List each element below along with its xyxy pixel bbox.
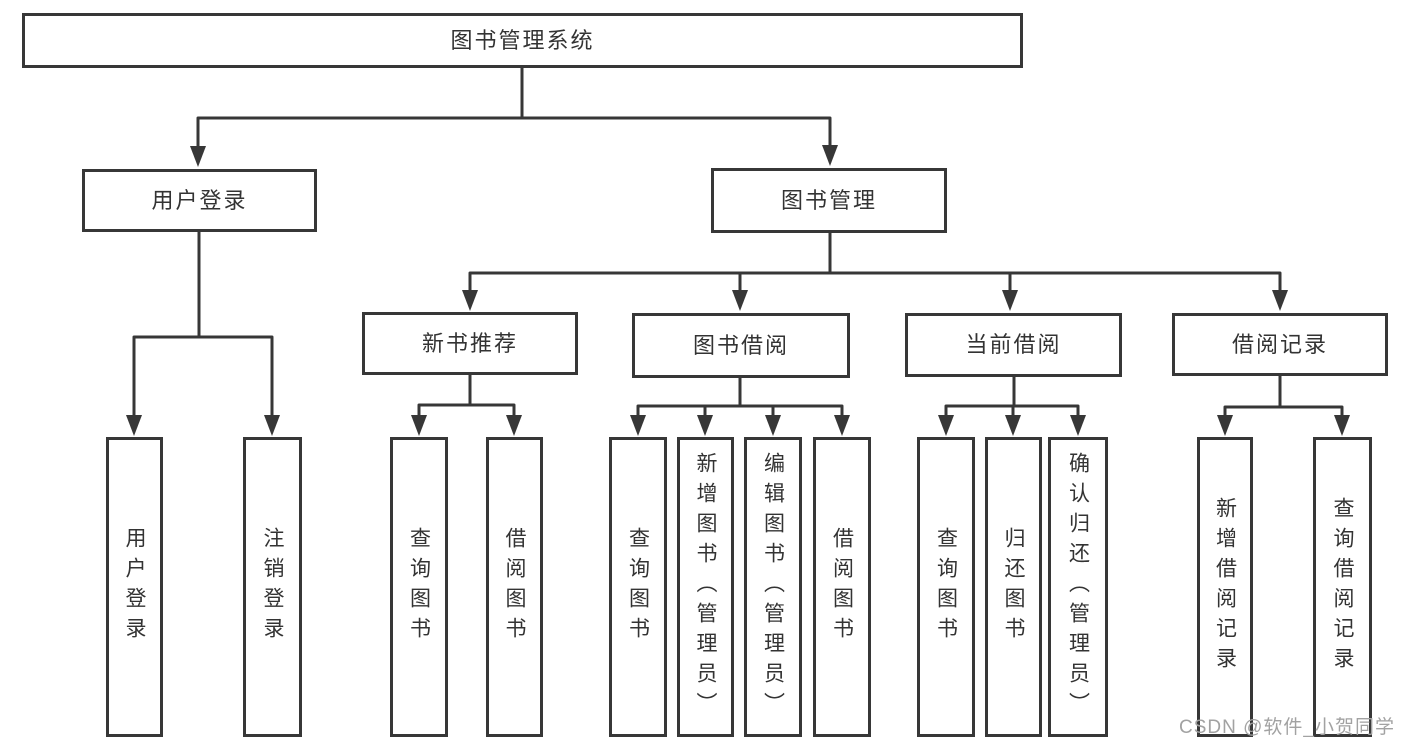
leaf-query-books-recommend: 查询图书 (390, 437, 448, 737)
node-borrow-records: 借阅记录 (1172, 313, 1388, 376)
arrowhead-down (1005, 415, 1021, 436)
arrowhead-down (697, 415, 713, 436)
leaf-add-books-admin: 新增图书（管理员） (677, 437, 734, 737)
arrowhead-down (822, 145, 838, 166)
watermark-text: CSDN @软件_小贺同学 (1179, 717, 1395, 738)
leaf-query-books-borrow: 查询图书 (609, 437, 667, 737)
leaf-borrow-books-recommend: 借阅图书 (486, 437, 543, 737)
arrowhead-down (506, 415, 522, 436)
arrowhead-down (411, 415, 427, 436)
arrowhead-down (1272, 290, 1288, 311)
leaf-query-books-current: 查询图书 (917, 437, 975, 737)
arrowhead-down (765, 415, 781, 436)
arrowhead-down (264, 415, 280, 436)
connector-book-management-to-level3 (468, 233, 1282, 292)
node-user-login: 用户登录 (82, 169, 317, 232)
arrowhead-down (1217, 415, 1233, 436)
connector-current-borrow-to-leaves (944, 377, 1080, 417)
arrowhead-down (630, 415, 646, 436)
arrowhead-down (1070, 415, 1086, 436)
connector-borrow-records-to-leaves (1223, 376, 1344, 417)
arrowhead-down (126, 415, 142, 436)
connector-root-to-level2 (196, 68, 832, 147)
arrowhead-down (732, 290, 748, 311)
leaf-confirm-return-admin: 确认归还（管理员） (1048, 437, 1108, 737)
arrowhead-down (834, 415, 850, 436)
node-root-library-system: 图书管理系统 (22, 13, 1023, 68)
node-book-management: 图书管理 (711, 168, 947, 233)
connector-book-borrow-to-leaves (636, 378, 844, 417)
arrowhead-down (462, 290, 478, 311)
leaf-return-books: 归还图书 (985, 437, 1042, 737)
leaf-logout: 注销登录 (243, 437, 302, 737)
connector-new-book-recommend-to-leaves (417, 375, 516, 417)
leaf-borrow-books: 借阅图书 (813, 437, 871, 737)
leaf-edit-books-admin: 编辑图书（管理员） (744, 437, 802, 737)
arrowhead-down (1334, 415, 1350, 436)
leaf-query-borrow-record: 查询借阅记录 (1313, 437, 1372, 737)
connector-user-login-to-leaves (132, 232, 274, 417)
node-current-borrow: 当前借阅 (905, 313, 1122, 377)
arrowhead-down (1002, 290, 1018, 311)
arrowhead-down (938, 415, 954, 436)
leaf-add-borrow-record: 新增借阅记录 (1197, 437, 1253, 737)
leaf-user-login: 用户登录 (106, 437, 163, 737)
node-new-book-recommend: 新书推荐 (362, 312, 578, 375)
node-book-borrow: 图书借阅 (632, 313, 850, 378)
arrowhead-down (190, 146, 206, 167)
